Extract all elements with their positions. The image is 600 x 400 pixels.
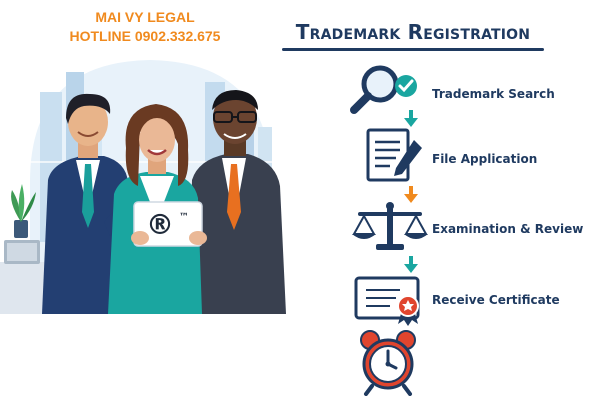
arrow-down-icon [404, 186, 418, 203]
step-label-search: Trademark Search [432, 87, 555, 101]
alarm-clock-icon [360, 330, 416, 396]
plant [11, 184, 36, 238]
man-right [188, 90, 286, 314]
step-label-certificate: Receive Certificate [432, 293, 560, 307]
scales-icon [352, 202, 428, 250]
business-team-illustration: ® ™ [0, 60, 286, 314]
process-title: Trademark Registration [295, 20, 531, 44]
card-tm-symbol: ™ [179, 212, 189, 223]
certificate-icon [354, 276, 420, 326]
registered-card: ® ™ [131, 201, 207, 247]
magnifier-check-icon [350, 65, 417, 114]
document-pen-icon [366, 128, 422, 182]
brand-name: MAI VY LEGAL [95, 9, 195, 25]
arrow-down-icon [404, 256, 418, 273]
brand-block: MAI VY LEGAL HOTLINE 0902.332.675 [60, 8, 230, 46]
title-underline [282, 48, 544, 51]
step-label-examination: Examination & Review [432, 222, 584, 236]
card-registered-symbol: ® [146, 208, 174, 241]
arrow-down-icon [404, 110, 418, 127]
step-label-file: File Application [432, 152, 538, 166]
brand-hotline: HOTLINE 0902.332.675 [69, 28, 221, 44]
